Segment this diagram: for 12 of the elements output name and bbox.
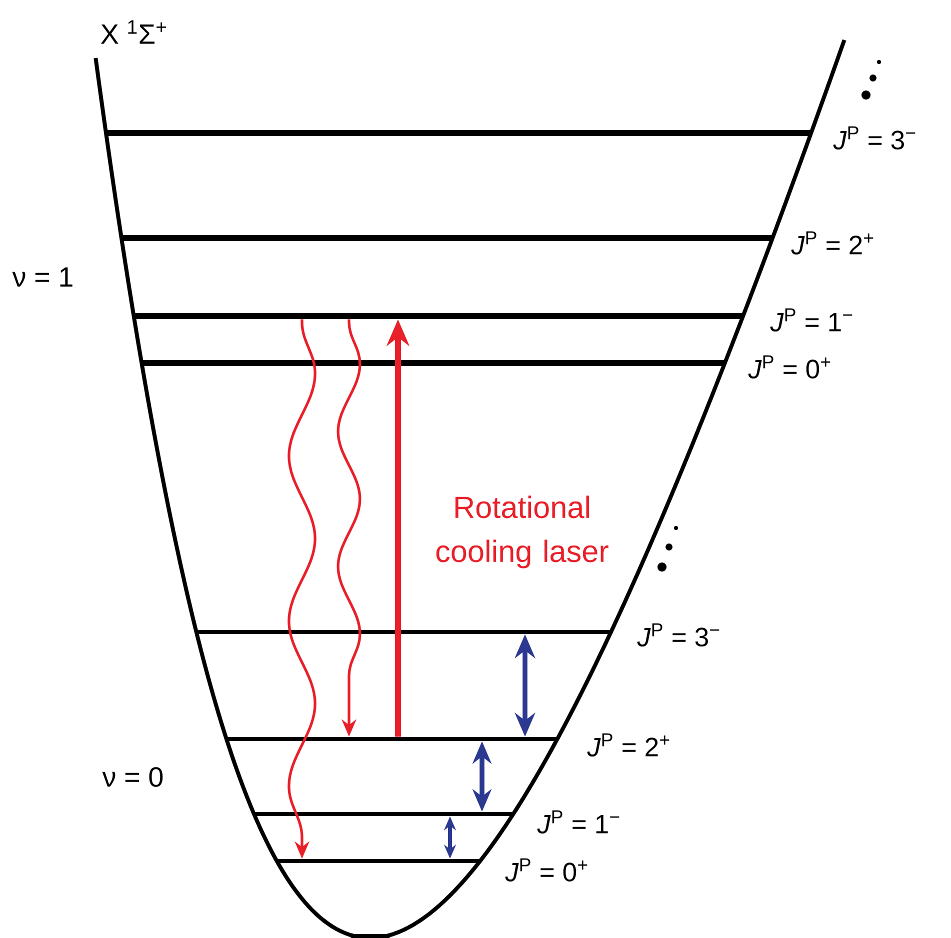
level-label: J$^{P}$ = 2$^{+}$ bbox=[791, 231, 874, 255]
state-label: ν = 0 bbox=[102, 767, 163, 787]
level-label: J$^{P}$ = 0$^{+}$ bbox=[748, 355, 830, 379]
state-label: ν = 1 bbox=[12, 267, 72, 287]
edge-label: Rotational cooling laser bbox=[436, 496, 608, 568]
level-label: J$^{P}$ = 1$^{−}$ bbox=[537, 810, 620, 834]
level-label: J$^{P}$ = 2$^{+}$ bbox=[587, 733, 670, 757]
level-label: J$^{P}$ = 3$^{−}$ bbox=[833, 126, 916, 150]
level-label: J$^{P}$ = 0$^{+}$ bbox=[505, 858, 588, 882]
level-label: J$^{P}$ = 3$^{−}$ bbox=[637, 623, 720, 647]
state-label: X $^{1}$Σ$^{+}$ bbox=[100, 20, 166, 44]
level-label: J$^{P}$ = 1$^{−}$ bbox=[770, 308, 852, 332]
